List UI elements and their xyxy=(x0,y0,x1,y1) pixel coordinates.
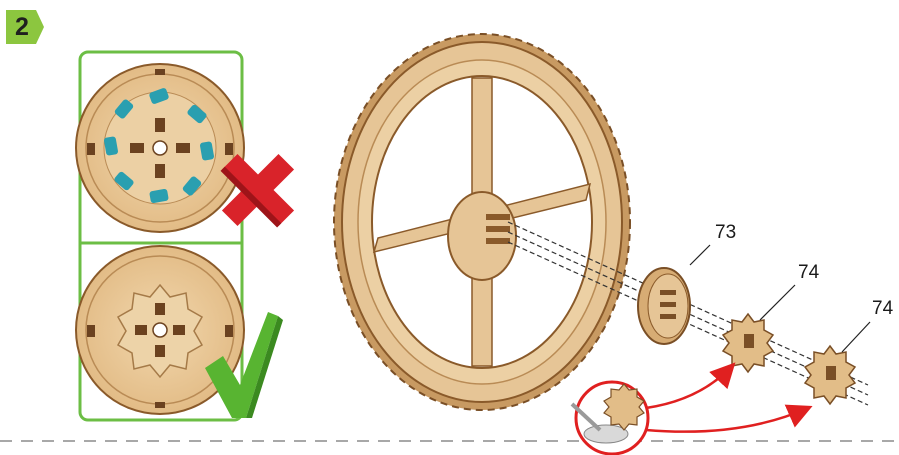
part-label-73: 73 xyxy=(715,222,736,244)
glue-bowl-icon xyxy=(572,382,648,454)
part-label-74-second: 74 xyxy=(872,298,893,320)
wrong-orientation-disc xyxy=(76,64,244,232)
gear-hub xyxy=(448,192,516,280)
glue-arrows xyxy=(646,366,808,432)
part-74-first xyxy=(723,285,795,372)
large-gear-wheel xyxy=(334,34,630,410)
part-label-74-first: 74 xyxy=(798,262,819,284)
